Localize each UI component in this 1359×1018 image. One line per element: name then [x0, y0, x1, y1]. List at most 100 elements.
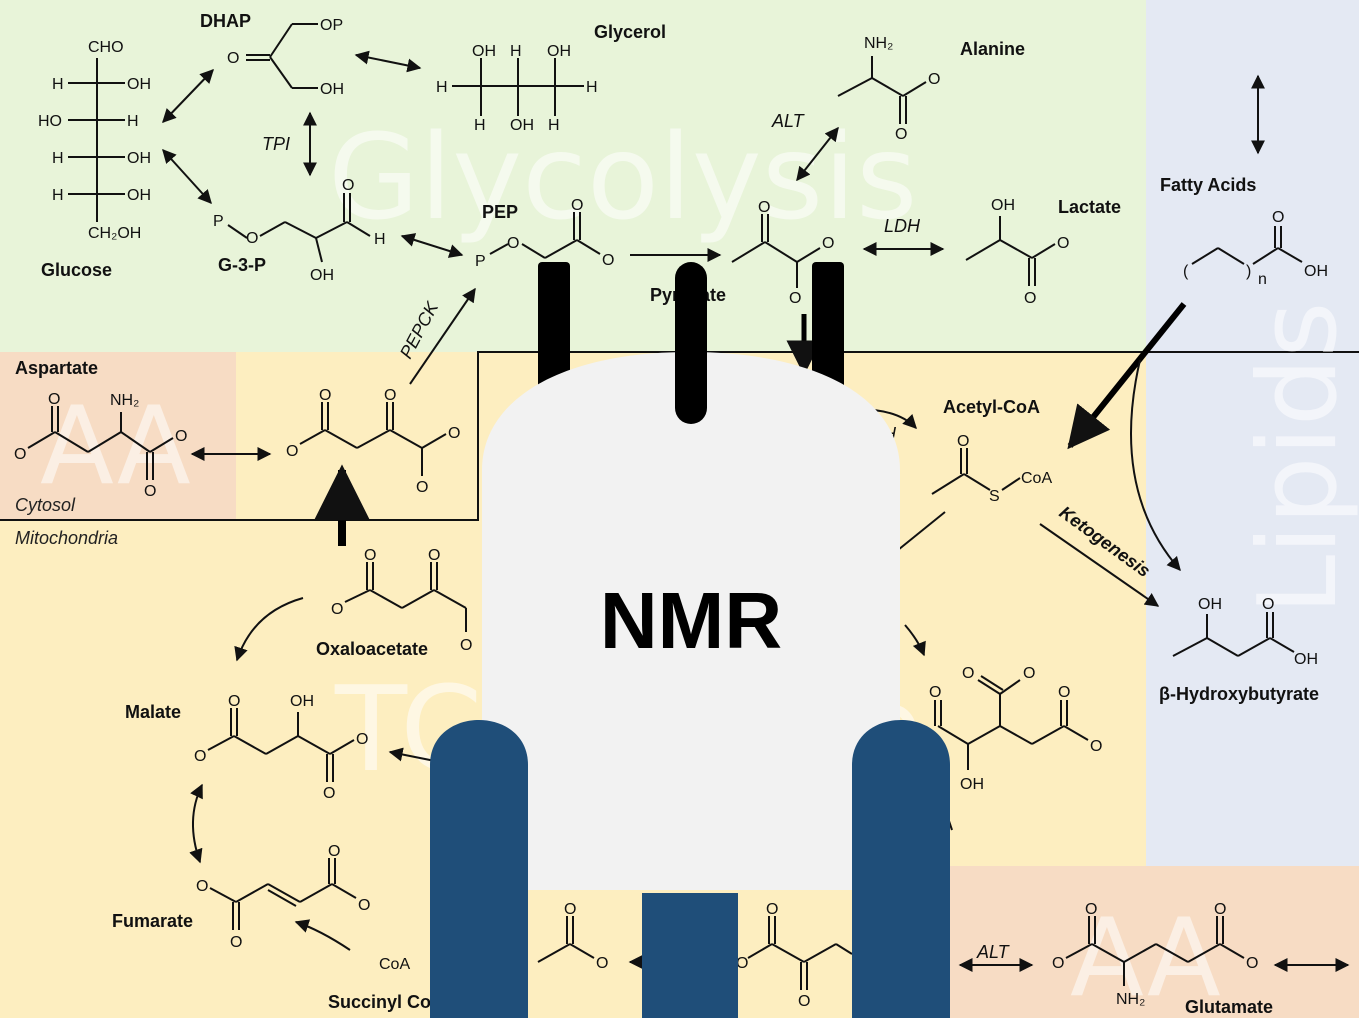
- dhap-label: DHAP: [200, 11, 251, 31]
- svg-text:O: O: [602, 252, 614, 269]
- nmr-spectrometer: NMR: [430, 262, 950, 1018]
- svg-text:O: O: [1058, 684, 1070, 701]
- tpi-enzyme-label: TPI: [262, 134, 290, 154]
- dhap-structure: O OP OH: [227, 17, 344, 98]
- pep-structure: P O O O: [475, 197, 614, 270]
- svg-text:O: O: [428, 547, 440, 564]
- svg-text:O: O: [384, 387, 396, 404]
- svg-text:OH: OH: [991, 197, 1015, 214]
- aa-region-top: [0, 352, 236, 520]
- fumarate-label: Fumarate: [112, 911, 193, 931]
- svg-text:O: O: [144, 483, 156, 500]
- citrate-structure: O O O O O OH: [929, 665, 1102, 793]
- aspartate-structure: NH₂ O O O O: [14, 391, 187, 500]
- alanine-label: Alanine: [960, 39, 1025, 59]
- svg-text:O: O: [356, 731, 368, 748]
- svg-text:H: H: [548, 117, 560, 134]
- svg-text:H: H: [510, 43, 522, 60]
- svg-text:OH: OH: [310, 267, 334, 284]
- svg-text:O: O: [246, 230, 258, 247]
- svg-text:OH: OH: [960, 776, 984, 793]
- acetyl-coa-label: Acetyl-CoA: [943, 397, 1040, 417]
- svg-text:O: O: [448, 425, 460, 442]
- svg-text:O: O: [196, 878, 208, 895]
- fatty-acid-structure: ( ) n O OH: [1183, 209, 1328, 288]
- svg-text:NH₂: NH₂: [110, 392, 139, 409]
- glucose-label: Glucose: [41, 260, 112, 280]
- svg-text:O: O: [460, 637, 472, 654]
- svg-text:O: O: [758, 199, 770, 216]
- svg-text:O: O: [822, 235, 834, 252]
- svg-text:OH: OH: [127, 150, 151, 167]
- lactate-structure: OH O O: [965, 197, 1069, 307]
- svg-text:O: O: [736, 955, 748, 972]
- svg-text:O: O: [895, 126, 907, 143]
- glycolysis-region-label: Glycolysis: [328, 108, 917, 246]
- svg-text:HO: HO: [38, 113, 62, 130]
- svg-text:O: O: [929, 684, 941, 701]
- svg-text:OH: OH: [1294, 651, 1318, 668]
- succinyl-coa-structure: CoA O O: [379, 901, 608, 973]
- svg-text:CHO: CHO: [88, 39, 124, 56]
- svg-text:O: O: [230, 934, 242, 951]
- svg-text:O: O: [227, 50, 239, 67]
- malate-structure: O OH O O O: [194, 693, 368, 802]
- svg-text:O: O: [331, 601, 343, 618]
- svg-text:OH: OH: [472, 43, 496, 60]
- svg-text:CoA: CoA: [1021, 470, 1052, 487]
- svg-text:NH₂: NH₂: [1116, 991, 1145, 1008]
- svg-text:H: H: [436, 79, 448, 96]
- svg-text:O: O: [1024, 290, 1036, 307]
- svg-text:CH₂OH: CH₂OH: [88, 225, 141, 242]
- alt-bottom-enzyme-label: ALT: [976, 942, 1011, 962]
- svg-text:O: O: [1246, 955, 1258, 972]
- pyruvate-structure: O O O: [731, 199, 834, 307]
- svg-text:O: O: [1262, 596, 1274, 613]
- nmr-leg-left: [430, 720, 528, 1018]
- pep-label: PEP: [482, 202, 518, 222]
- svg-text:O: O: [596, 955, 608, 972]
- oxaloacetate-structure: O O O O: [331, 547, 472, 654]
- g3p-label: G-3-P: [218, 255, 266, 275]
- svg-text:O: O: [1057, 235, 1069, 252]
- svg-text:OP: OP: [320, 17, 343, 34]
- svg-text:O: O: [358, 897, 370, 914]
- svg-text:O: O: [798, 993, 810, 1010]
- malate-label: Malate: [125, 702, 181, 722]
- alpha-ketoglutarate-structure: O O O: [736, 901, 853, 1010]
- svg-text:O: O: [48, 391, 60, 408]
- svg-text:OH: OH: [547, 43, 571, 60]
- svg-text:O: O: [342, 177, 354, 194]
- nmr-probe-center: [675, 262, 707, 424]
- svg-text:P: P: [475, 253, 486, 270]
- svg-text:O: O: [1090, 738, 1102, 755]
- svg-text:(: (: [1183, 263, 1189, 280]
- hydroxybutyrate-label: β-Hydroxybutyrate: [1159, 684, 1319, 704]
- svg-text:O: O: [364, 547, 376, 564]
- succinyl-coa-label: Succinyl CoA: [328, 992, 444, 1012]
- svg-text:OH: OH: [510, 117, 534, 134]
- svg-text:O: O: [194, 748, 206, 765]
- cytosolic-oxaloacetate-structure: O O O O O: [286, 387, 460, 496]
- svg-text:O: O: [416, 479, 428, 496]
- svg-text:O: O: [571, 197, 583, 214]
- oxaloacetate-label: Oxaloacetate: [316, 639, 428, 659]
- svg-text:OH: OH: [320, 81, 344, 98]
- svg-text:OH: OH: [1304, 263, 1328, 280]
- cytosol-label: Cytosol: [15, 495, 76, 515]
- nmr-stand-center: [642, 893, 738, 1018]
- ldh-enzyme-label: LDH: [884, 216, 921, 236]
- svg-text:O: O: [789, 290, 801, 307]
- fatty-acids-label: Fatty Acids: [1160, 175, 1256, 195]
- beta-oxidation-arrow: [1067, 302, 1187, 450]
- svg-text:O: O: [175, 428, 187, 445]
- svg-text:O: O: [328, 843, 340, 860]
- aspartate-label: Aspartate: [15, 358, 98, 378]
- svg-text:O: O: [564, 901, 576, 918]
- svg-text:n: n: [1258, 271, 1267, 288]
- glycerol-label: Glycerol: [594, 22, 666, 42]
- mitochondria-label: Mitochondria: [15, 528, 118, 548]
- svg-text:H: H: [474, 117, 486, 134]
